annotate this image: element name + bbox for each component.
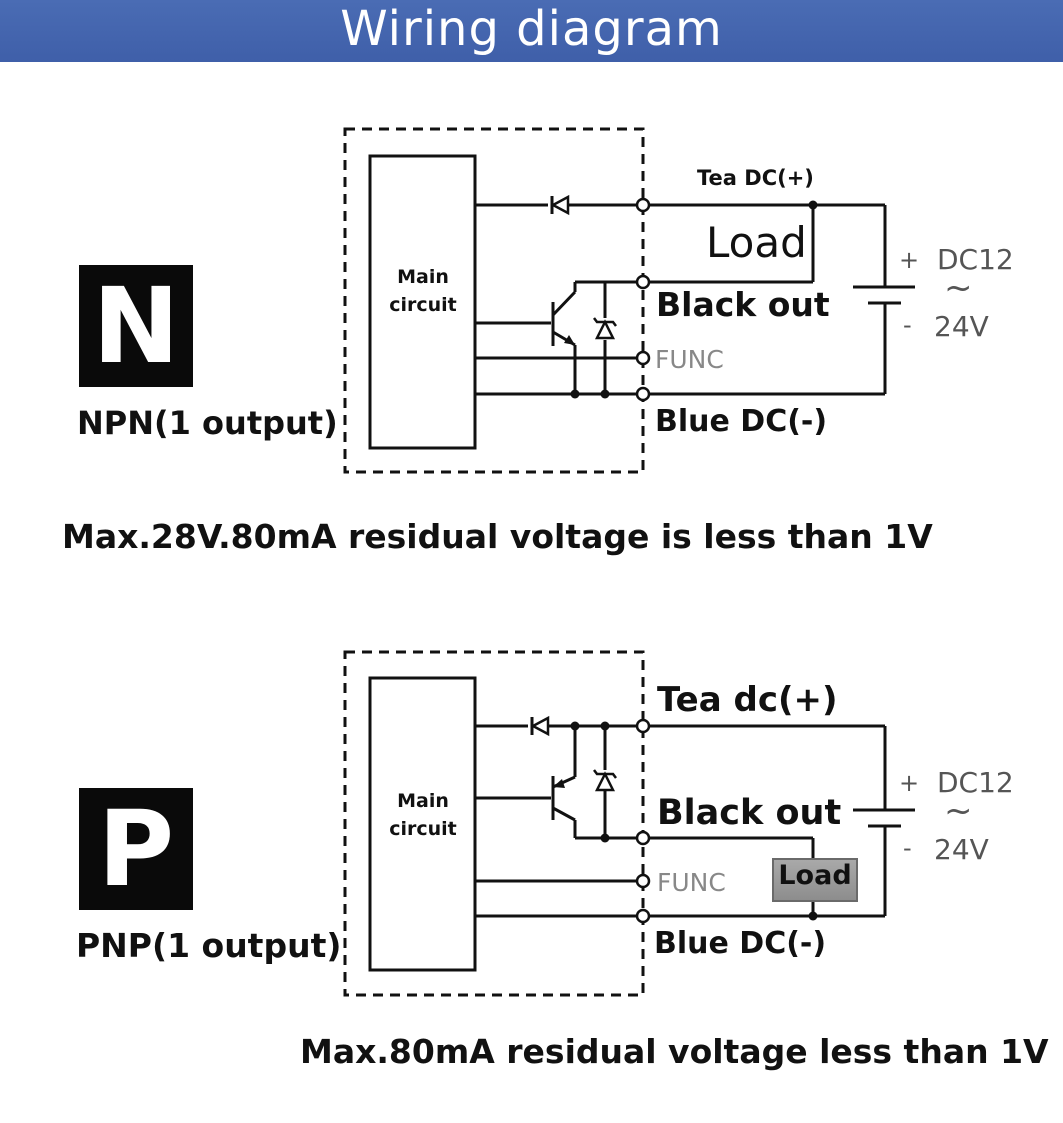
npn-supply-voltage-high: 24V [934,310,989,343]
npn-main-circuit-block [368,154,477,450]
pnp-spec-note: Max.80mA residual voltage less than 1V [300,1032,1049,1071]
pnp-diode-icon [530,715,550,737]
pnp-battery-icon [853,808,915,828]
npn-wire-bottom-label: Blue DC(-) [655,404,828,439]
npn-terminal-circles [635,197,651,402]
npn-supply-voltage-low: DC12 [937,243,1014,276]
npn-supply-minus: - [903,311,912,339]
header-bar: Wiring diagram [0,0,1063,62]
npn-battery-icon [853,285,915,305]
npn-supply-plus: + [899,246,920,274]
pnp-supply-voltage-high: 24V [934,833,989,866]
pnp-main-circuit-block [368,676,477,972]
npn-wire-top-label: Tea DC(+) [697,166,814,190]
npn-badge: N [79,265,193,387]
npn-wire-out-label: Black out [656,285,830,324]
pnp-type-label: PNP(1 output) [76,926,342,965]
pnp-wire-func-label: FUNC [657,868,726,897]
npn-zener-diode-icon [593,317,617,340]
pnp-wire-top-label: Tea dc(+) [657,680,838,720]
pnp-wire-out-label: Black out [657,793,842,833]
npn-sensor-enclosure [343,127,645,474]
pnp-zener-diode-icon [593,769,617,792]
pnp-transistor-icon [551,775,576,822]
pnp-wire-bottom-label: Blue DC(-) [654,926,827,961]
pnp-sensor-enclosure [343,650,645,997]
pnp-junction-dots [570,721,818,921]
npn-diode-icon [550,194,570,216]
pnp-supply-voltage-low: DC12 [937,766,1014,799]
npn-type-label: NPN(1 output) [77,404,338,442]
pnp-terminal-circles [635,718,651,924]
npn-load-label: Load [706,218,807,267]
pnp-main-circuit-label: Main circuit [389,790,457,840]
page-title: Wiring diagram [340,1,723,57]
npn-spec-note: Max.28V.80mA residual voltage is less th… [62,517,933,556]
npn-junction-dots [570,200,818,399]
npn-wire-func-label: FUNC [655,345,724,374]
pnp-load-label: Load [778,860,852,891]
pnp-supply-minus: - [903,834,912,862]
pnp-supply-tilde: ~ [944,791,973,831]
npn-supply-tilde: ~ [944,268,973,308]
npn-main-circuit-label: Main circuit [389,266,457,316]
pnp-badge: P [79,788,193,910]
pnp-load-box [772,858,858,902]
npn-transistor-icon [551,282,577,347]
pnp-supply-plus: + [899,769,920,797]
